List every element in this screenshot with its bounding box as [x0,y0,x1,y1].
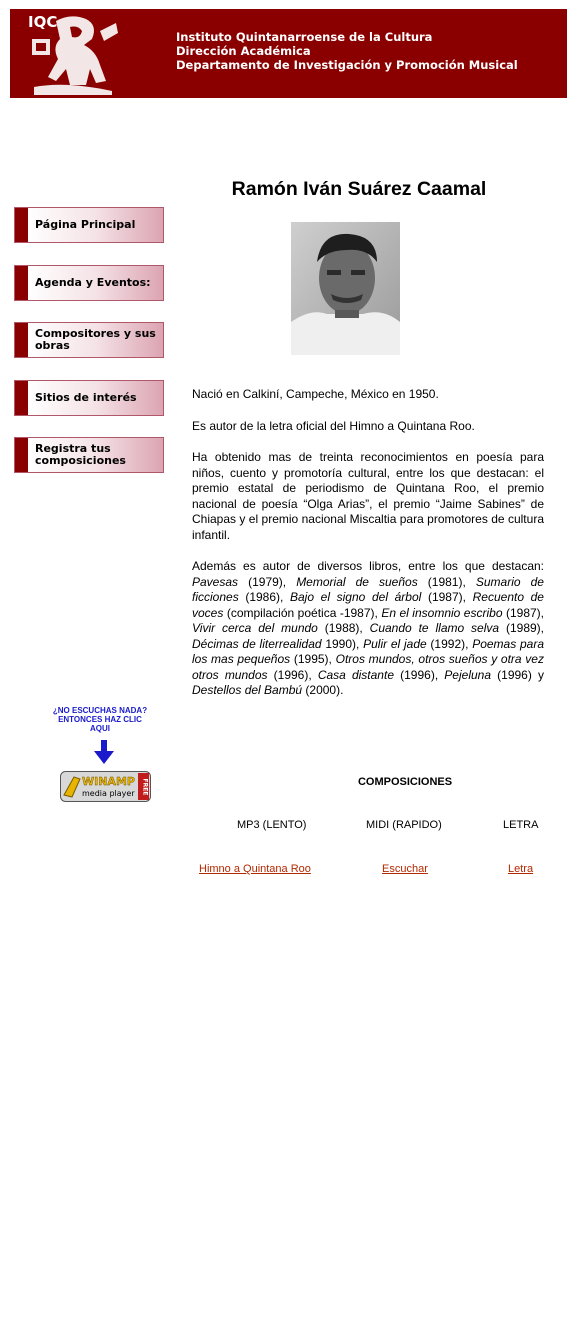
book-title: En el insomnio escribo [381,605,503,620]
book-year: (compilación poética -1987), [223,605,382,620]
book-title: Pavesas [192,574,239,589]
book-year: (1989), [499,621,544,635]
header-banner: IQC Instituto Quintanarroense de la Cult… [10,9,567,98]
book-title: Bajo el signo del árbol [290,590,422,604]
nav-sitios-interes[interactable]: Sitios de interés [14,380,164,416]
book-year: (1996), [267,667,318,682]
book-title: Pejeluna [444,667,492,682]
portrait-photo [291,222,400,355]
link-himno-mp3[interactable]: Himno a Quintana Roo [199,863,311,875]
book-title: Vivir cerca del mundo [192,621,318,635]
book-title: Cuando te llamo selva [369,621,500,635]
book-year: (1996), [394,667,445,682]
book-year: (1988), [317,621,370,635]
book-year: (1995), [290,652,336,666]
compositions-title: COMPOSICIONES [357,776,453,788]
book-title: Destellos del Bambú [192,683,303,697]
iqc-logo-icon: IQC [26,11,126,97]
bio-paragraph: Nació en Calkiní, Campeche, México en 19… [192,387,439,401]
player-hint-link[interactable]: ¿NO ESCUCHAS NADA? ENTONCES HAZ CLIC AQU… [52,706,148,733]
svg-text:FREE: FREE [142,779,149,796]
book-year: (1981), [417,574,476,589]
organization-name: Instituto Quintanarroense de la Cultura … [176,30,518,72]
page-title: Ramón Iván Suárez Caamal [231,178,487,200]
book-year: (1987), [421,590,473,604]
book-title: Casa distante [317,667,394,682]
book-year: (1996) y [491,667,544,682]
book-title: Otros mundos, otros sueños y otra vez ot… [192,652,544,682]
nav-pagina-principal[interactable]: Página Principal [14,207,164,243]
bio-books-paragraph: Además es autor de diversos libros, entr… [192,559,544,697]
book-year: 1990), [321,636,364,651]
col-header-mp3: MP3 (LENTO) [237,819,307,831]
book-title: Sumario de ficciones [192,574,544,605]
book-title: Décimas de literrealidad [192,636,322,651]
book-year: (1992), [426,636,473,651]
bio-paragraph: Es autor de la letra oficial del Himno a… [192,418,475,433]
book-year: (1987), [502,605,544,620]
link-himno-midi[interactable]: Escuchar [382,863,428,875]
nav-agenda-eventos[interactable]: Agenda y Eventos: [14,265,164,301]
svg-text:WINAMP: WINAMP [82,775,135,788]
biography: Nació en Calkiní, Campeche, México en 19… [192,387,544,715]
book-title: Memorial de sueños [296,574,418,589]
bio-paragraph: Ha obtenido mas de treinta reconocimient… [192,450,544,542]
book-year: (1986), [238,590,290,604]
nav-compositores[interactable]: Compositores y sus obras [14,322,164,358]
nav-registra-composiciones[interactable]: Registra tus composiciones [14,437,164,473]
svg-text:media player: media player [82,789,135,798]
book-year: (2000). [302,683,344,697]
col-header-letra: LETRA [503,819,539,831]
book-title: Poemas para los mas pequeños [192,636,544,667]
col-header-midi: MIDI (RAPIDO) [366,819,442,831]
book-title: Pulir el jade [363,636,427,651]
link-himno-letra[interactable]: Letra [508,863,534,875]
winamp-button[interactable]: FREE WINAMP media player [60,771,151,802]
book-year: (1979), [238,574,297,589]
svg-text:IQC: IQC [28,13,57,31]
arrow-down-icon [94,740,114,764]
book-title: Recuento de voces [192,590,544,620]
